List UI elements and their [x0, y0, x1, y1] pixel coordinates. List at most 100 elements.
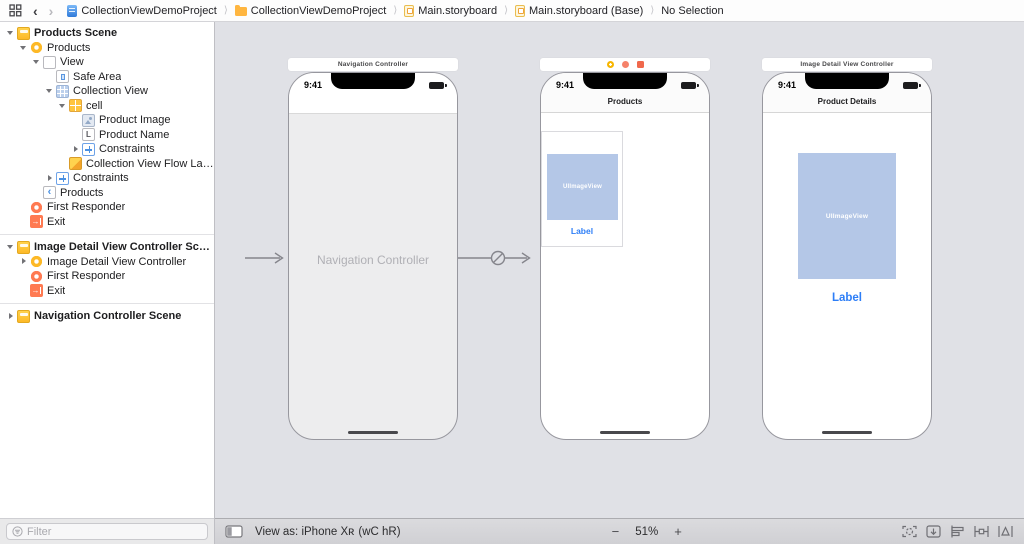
battery-icon — [681, 82, 699, 89]
disclosure-triangle[interactable] — [19, 255, 30, 269]
product-name-label[interactable]: Label — [570, 226, 594, 236]
outline-row[interactable]: Constraints — [0, 171, 214, 186]
nav-bar-title: Products — [607, 97, 643, 106]
navigation-controller-view[interactable]: 9:41 Navigation Controller — [288, 72, 458, 440]
scene-icon — [17, 240, 30, 254]
outline-row[interactable]: Products Scene — [0, 26, 214, 41]
phone-notch — [805, 73, 889, 89]
outline-row[interactable]: Collection View — [0, 84, 214, 99]
outline-row[interactable]: Constraints — [0, 142, 214, 157]
disclosure-triangle[interactable] — [6, 240, 17, 254]
disclosure-triangle[interactable] — [58, 99, 69, 113]
zoom-level[interactable]: 51% — [635, 525, 659, 538]
embed-in-icon[interactable] — [925, 524, 942, 539]
cell-icon — [69, 99, 82, 113]
outline-row[interactable]: Product Name — [0, 128, 214, 143]
outline-row[interactable]: Products — [0, 41, 214, 56]
outline-row[interactable]: Navigation Controller Scene — [0, 309, 214, 324]
outline-row-label: Products — [47, 41, 91, 54]
disclosure-triangle[interactable] — [45, 84, 56, 98]
phone-notch — [583, 73, 667, 89]
scene-icon — [17, 26, 30, 40]
outline-row[interactable]: View — [0, 55, 214, 70]
align-icon[interactable] — [949, 524, 966, 539]
outline-row-label: Image Detail View Controller — [47, 255, 187, 268]
related-items-icon[interactable] — [9, 4, 22, 17]
zoom-out-button[interactable]: − — [611, 524, 620, 539]
breadcrumb-label: No Selection — [661, 4, 724, 17]
outline-row-label: Exit — [47, 215, 66, 228]
disclosure-triangle[interactable] — [45, 171, 56, 185]
storyboard-canvas[interactable]: Navigation Controller 9:41 Navigation Co… — [215, 22, 1024, 518]
outline-row[interactable]: Image Detail View Controller — [0, 255, 214, 270]
breadcrumb-item[interactable]: CollectionViewDemoProject — [67, 4, 217, 17]
breadcrumb-item[interactable]: No Selection — [661, 5, 723, 17]
folder-icon — [234, 5, 247, 16]
outline-row-label: Image Detail View Controller Scene — [34, 241, 214, 254]
device-bar-toggle-icon[interactable] — [225, 525, 243, 538]
product-image-view[interactable]: UIImageView — [547, 154, 618, 220]
add-constraints-icon[interactable] — [973, 524, 990, 539]
image-detail-scene-dock[interactable]: Image Detail View Controller — [762, 58, 932, 71]
outline-row[interactable]: Image Detail View Controller Scene — [0, 240, 214, 255]
battery-icon — [429, 82, 447, 89]
scene-dock-title: Image Detail View Controller — [800, 61, 894, 68]
outline-row[interactable]: Collection View Flow Lay… — [0, 157, 214, 172]
update-frames-icon[interactable] — [901, 524, 918, 539]
outline-row-label: Navigation Controller Scene — [34, 310, 182, 323]
disclosure-spacer — [58, 157, 69, 171]
constraints-icon — [56, 171, 69, 185]
breadcrumb-item[interactable]: Main.storyboard (Base) — [515, 4, 644, 17]
phone-notch — [331, 73, 415, 89]
status-bar-time: 9:41 — [778, 80, 797, 90]
navigation-bar[interactable]: Product Details — [763, 73, 931, 113]
outline-row-label: Product Image — [99, 114, 171, 127]
initial-view-controller-arrow[interactable] — [245, 252, 284, 264]
outline-row[interactable]: Exit — [0, 284, 214, 299]
filter-input[interactable] — [27, 525, 202, 538]
first-responder-dock-icon[interactable] — [621, 61, 629, 68]
outline-row[interactable]: Safe Area — [0, 70, 214, 85]
label-icon — [82, 128, 95, 142]
navigation-controller-placeholder-label: Navigation Controller — [316, 253, 430, 267]
view-as-button[interactable]: View as: iPhone Xʀ (wC hR) — [255, 526, 401, 538]
view-icon — [43, 55, 56, 69]
root-view-controller-segue[interactable] — [458, 250, 531, 266]
outline-row[interactable]: Products — [0, 186, 214, 201]
outline-row-label: Products Scene — [34, 27, 118, 40]
collection-view-cell[interactable]: UIImageView Label — [541, 131, 623, 247]
outline-row[interactable]: First Responder — [0, 200, 214, 215]
viewcontroller-dock-icon[interactable] — [606, 61, 614, 68]
disclosure-triangle[interactable] — [32, 55, 43, 69]
disclosure-triangle[interactable] — [19, 41, 30, 55]
disclosure-triangle[interactable] — [6, 309, 17, 323]
outline-row[interactable]: Exit — [0, 215, 214, 230]
products-scene-dock[interactable] — [540, 58, 710, 71]
outline-row[interactable]: First Responder — [0, 269, 214, 284]
disclosure-triangle[interactable] — [71, 142, 82, 156]
storyboard-file-icon — [515, 4, 525, 17]
image-detail-view-controller[interactable]: Product Details 9:41 UIImageView Label — [762, 72, 932, 440]
outline-row-label: Collection View Flow Lay… — [86, 157, 214, 170]
breadcrumb-item[interactable]: CollectionViewDemoProject — [234, 5, 386, 17]
disclosure-spacer — [19, 269, 30, 283]
detail-label[interactable]: Label — [831, 292, 863, 304]
zoom-in-button[interactable]: + — [674, 524, 682, 539]
breadcrumb-label: Main.storyboard (Base) — [529, 4, 644, 17]
disclosure-triangle[interactable] — [6, 26, 17, 40]
navigation-controller-scene-dock[interactable]: Navigation Controller — [288, 58, 458, 71]
trait-variation-label: (wC hR) — [358, 525, 401, 538]
detail-image-view[interactable]: UIImageView — [798, 153, 896, 279]
products-view-controller[interactable]: Products 9:41 UIImageView Label — [540, 72, 710, 440]
outline-row[interactable]: Product Image — [0, 113, 214, 128]
filter-field[interactable] — [6, 523, 208, 540]
outline-row-label: View — [60, 56, 84, 69]
disclosure-spacer — [19, 284, 30, 298]
exit-dock-icon[interactable] — [636, 61, 644, 68]
resolve-autolayout-icon[interactable] — [997, 524, 1014, 539]
outline-row[interactable]: cell — [0, 99, 214, 114]
forward-chevron-icon[interactable]: › — [48, 2, 54, 19]
breadcrumb-item[interactable]: Main.storyboard — [404, 4, 497, 17]
back-chevron-icon[interactable]: ‹ — [33, 2, 38, 19]
